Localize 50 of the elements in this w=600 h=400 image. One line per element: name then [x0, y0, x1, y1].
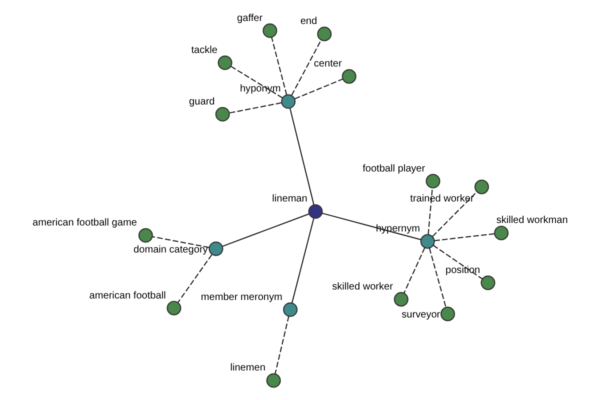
- node-label: skilled workman: [496, 215, 568, 226]
- node-circle: [138, 228, 153, 243]
- connector: [432, 191, 478, 237]
- node-label: american football: [89, 290, 166, 302]
- node-circle: [394, 292, 408, 307]
- node-circle: [317, 26, 332, 42]
- node-circle: [440, 306, 455, 322]
- connector: [428, 248, 446, 308]
- node-circle: [420, 234, 435, 249]
- node-label: domain category: [134, 244, 208, 256]
- node-circle: [474, 180, 489, 194]
- node-circle: [494, 226, 509, 240]
- node-circle: [281, 94, 296, 109]
- node-label: trained worker: [410, 194, 474, 205]
- connector: [229, 102, 282, 114]
- node-label: end: [300, 16, 318, 28]
- connector: [291, 40, 322, 96]
- connector: [222, 213, 310, 247]
- connector: [428, 188, 433, 235]
- node-label: guard: [189, 96, 215, 108]
- connector: [404, 247, 426, 294]
- node-label: tackle: [191, 44, 218, 56]
- node-label: linemen: [230, 362, 266, 374]
- node-circle: [208, 241, 224, 256]
- node-circle: [480, 276, 496, 290]
- node-label: skilled worker: [332, 281, 393, 292]
- node-circle: [262, 23, 278, 38]
- node-label: surveyor: [402, 310, 440, 321]
- connector: [291, 218, 314, 304]
- node-circle: [308, 204, 323, 219]
- connector: [177, 254, 212, 303]
- node-circle: [342, 69, 356, 84]
- connector: [290, 108, 314, 206]
- node-label: member meronym: [200, 292, 282, 303]
- node-label: football player: [362, 163, 426, 174]
- node-circle: [426, 174, 440, 188]
- node-label: gaffer: [237, 12, 263, 24]
- node-circle: [283, 302, 298, 317]
- node-circle: [218, 56, 232, 70]
- connector: [294, 78, 344, 100]
- node-circle: [215, 106, 230, 122]
- node-label: lineman: [272, 194, 308, 205]
- node-circle: [166, 300, 182, 316]
- connector: [274, 316, 290, 374]
- node-label: center: [314, 58, 342, 70]
- node-label: american football game: [32, 218, 137, 229]
- connector: [271, 37, 288, 96]
- connector: [434, 233, 494, 242]
- connector: [152, 236, 210, 248]
- node-circle: [266, 373, 281, 388]
